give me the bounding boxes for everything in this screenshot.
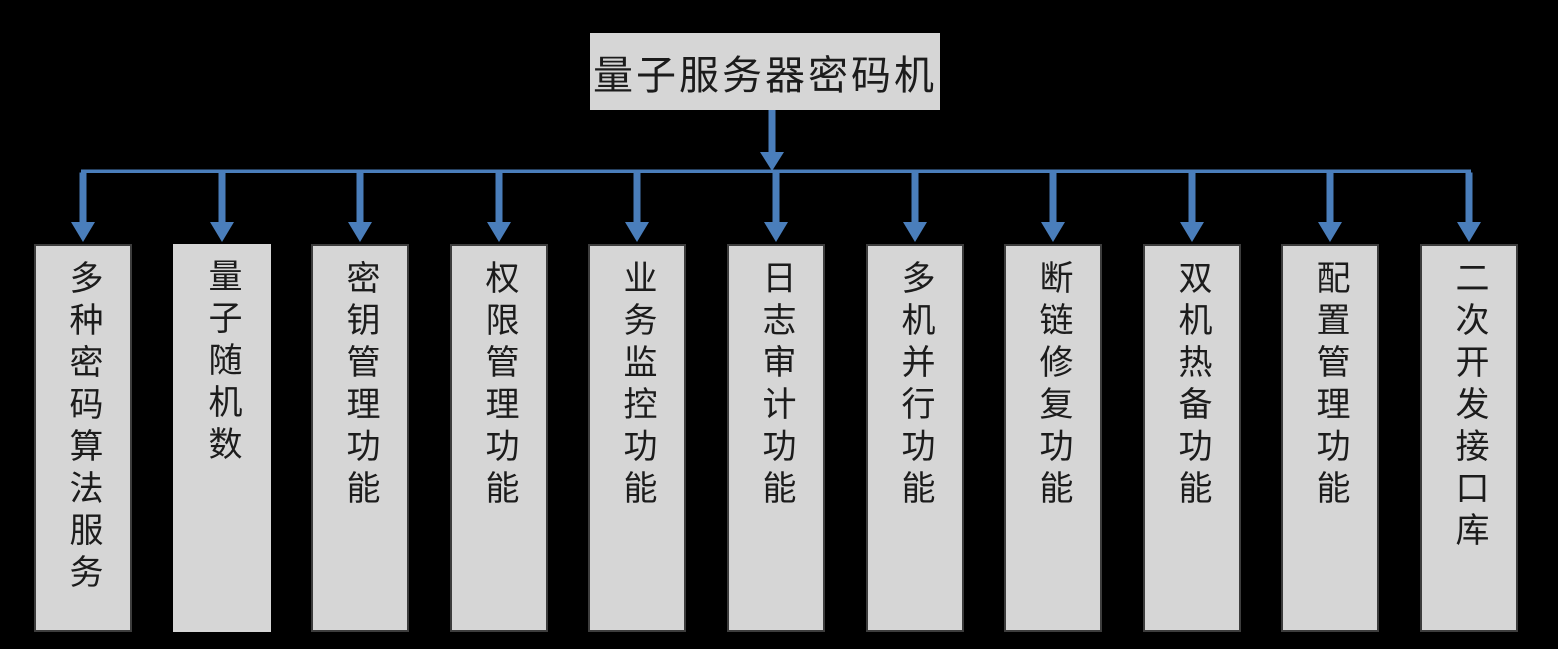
feature-node-label: 多机并行功能 — [895, 260, 935, 512]
feature-node: 业务监控功能 — [588, 244, 686, 632]
root-node-label: 量子服务器密码机 — [593, 52, 937, 99]
feature-node-label: 双机热备功能 — [1172, 260, 1212, 512]
connector-arrow — [348, 172, 372, 242]
feature-node: 日志审计功能 — [727, 244, 825, 632]
feature-node: 密钥管理功能 — [311, 244, 409, 632]
feature-node-label: 多种密码算法服务 — [63, 260, 103, 596]
feature-node: 多种密码算法服务 — [34, 244, 132, 632]
feature-node-label: 业务监控功能 — [617, 260, 657, 512]
feature-node-label: 量子随机数 — [202, 258, 242, 468]
connector-arrow — [1041, 172, 1065, 242]
connector-arrow — [487, 172, 511, 242]
connector-arrow — [1457, 172, 1481, 242]
connector-arrow — [625, 172, 649, 242]
feature-node-label: 二次开发接口库 — [1449, 260, 1489, 554]
feature-node: 权限管理功能 — [450, 244, 548, 632]
connector-arrow — [1318, 172, 1342, 242]
root-node: 量子服务器密码机 — [590, 33, 940, 110]
feature-node: 断链修复功能 — [1004, 244, 1102, 632]
feature-node-label: 配置管理功能 — [1310, 260, 1350, 512]
connector-arrow — [764, 172, 788, 242]
connector-arrow — [903, 172, 927, 242]
connector-bus-line — [81, 169, 1471, 173]
connector-arrow — [71, 172, 95, 242]
feature-node-label: 断链修复功能 — [1033, 260, 1073, 512]
feature-node-label: 日志审计功能 — [756, 260, 796, 512]
feature-node: 量子随机数 — [173, 244, 271, 632]
connector-trunk-arrow — [760, 110, 784, 171]
feature-node: 配置管理功能 — [1281, 244, 1379, 632]
connector-arrow — [210, 172, 234, 242]
feature-node-label: 密钥管理功能 — [340, 260, 380, 512]
feature-node: 双机热备功能 — [1143, 244, 1241, 632]
connector-arrow — [1180, 172, 1204, 242]
feature-node: 二次开发接口库 — [1420, 244, 1518, 632]
feature-node-label: 权限管理功能 — [479, 260, 519, 512]
feature-node: 多机并行功能 — [866, 244, 964, 632]
